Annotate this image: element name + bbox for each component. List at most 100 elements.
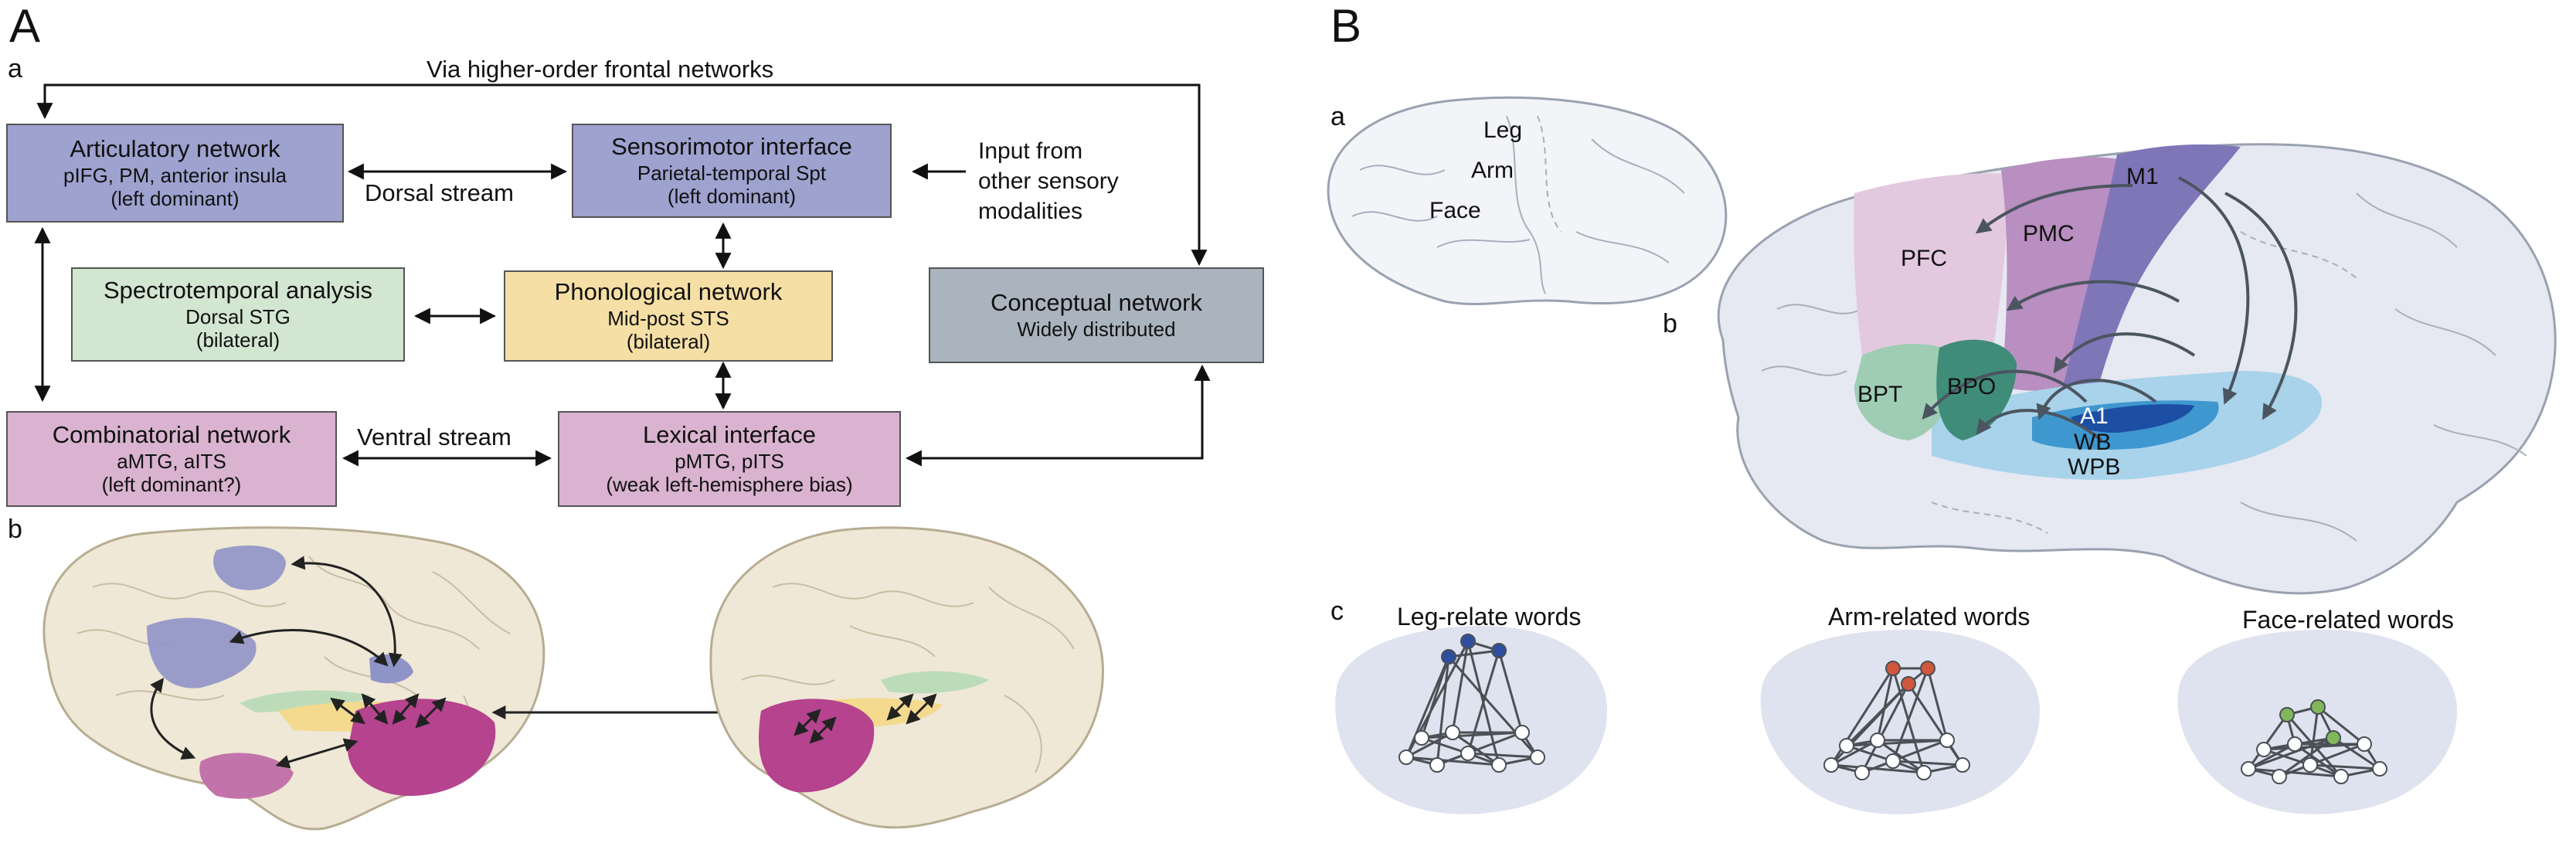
active-node [1885,661,1901,676]
network-node [2372,761,2387,777]
network-node [2241,761,2256,777]
network-node [2333,769,2349,784]
box-line: (bilateral) [195,328,280,352]
a1-label: A1 [2080,403,2109,429]
network-node [1939,733,1955,748]
panel-b-sub-c: c [1330,597,1344,626]
phonological-network-box: Phonological network Mid-post STS (bilat… [504,270,833,362]
m1-region [2055,144,2241,433]
network-edge [1420,656,1450,739]
network-node [1445,725,1460,740]
spt-region [213,546,286,590]
network-edge [1846,739,1948,747]
panel-a-sub-a: a [8,54,22,83]
network-node [1885,753,1901,769]
network-edge [1436,731,1523,767]
box-line: (left dominant) [110,187,240,211]
network-node [2256,742,2272,757]
leg-network-brain [1335,626,1607,814]
network-node [1823,757,1839,773]
bpt-label: BPT [1857,382,1903,407]
network-edge [1861,683,1910,773]
ventral-stream-label: Ventral stream [357,423,511,450]
box-title: Articulatory network [70,135,280,163]
face-label: Face [1429,198,1481,223]
box-line: (left dominant?) [101,473,242,497]
panel-b-letter: B [1330,0,1362,52]
network-edge [1830,763,1925,774]
pmc-region [2001,157,2133,391]
network-node [2287,736,2302,752]
network-edge [1497,650,1524,733]
network-edge [2248,767,2342,778]
lexical-interface-box: Lexical interface pMTG, pITS (weak left-… [558,411,901,507]
active-node [2326,730,2341,746]
bpo-region [1936,339,2017,440]
network-edge [2279,743,2365,778]
network-node [1460,746,1476,761]
network-node [1530,750,1545,765]
box-line: (left dominant) [667,185,797,209]
box-line: Mid-post STS [607,306,729,330]
panel-b-sub-b: b [1663,309,1677,338]
combinatorial-left-region [199,753,294,799]
panel-a-sub-b: b [8,515,22,544]
network-edge [1846,744,1894,763]
network-edge [1877,739,1925,774]
input-line: Input from [978,138,1083,164]
network-edge [1892,760,1963,767]
small-motor-brain [1327,96,1728,305]
network-node [2272,769,2287,784]
box-title: Combinatorial network [52,421,291,449]
network-edge [1436,656,1450,766]
box-title: Lexical interface [642,421,816,449]
network-edge [1891,668,1929,762]
lexical-right-region [759,699,875,793]
word-networks [1398,634,2387,784]
box-line: pMTG, pITS [675,449,784,473]
panel-a-letter: A [9,0,41,52]
box-title: Conceptual network [991,289,1202,317]
box-title: Phonological network [554,278,783,306]
pfc-label: PFC [1901,246,1947,271]
conceptual-network-box: Conceptual network Widely distributed [929,267,1264,363]
pmc-label: PMC [2023,221,2075,246]
active-node [1491,643,1507,658]
network-node [1429,757,1445,773]
network-edge [1845,682,1910,747]
arm-words-title: Arm-related words [1828,603,2031,631]
panel-b-sub-a: a [1330,102,1345,131]
active-node [1901,676,1916,692]
stg-green-left-region [240,690,371,712]
network-node [1839,738,1854,753]
network-node [2302,757,2318,773]
wpb-label: WPB [2068,454,2121,480]
active-node [1920,661,1935,676]
network-edge [1861,739,1948,774]
arm-network-brain [1760,630,2040,814]
network-edge [2309,763,2381,770]
active-node [2279,707,2295,722]
network-edge [1448,649,1500,658]
stg-green-right-region [881,671,989,694]
combinatorial-network-box: Combinatorial network aMTG, aITS (left d… [6,411,337,507]
box-title: Spectrotemporal analysis [103,277,373,304]
bpo-label: BPO [1947,374,1997,399]
active-node [1460,634,1476,649]
active-node [1441,649,1456,665]
box-line: (weak left-hemisphere bias) [606,473,853,497]
network-node [1955,757,1970,773]
box-line: aMTG, aITS [117,449,226,473]
leg-label: Leg [1483,117,1523,143]
face-network-brain [2177,630,2457,814]
network-node [1414,730,1429,746]
left-hemisphere-brain [42,526,764,831]
network-edge [1452,731,1500,767]
network-edge [1405,656,1450,758]
articulatory-region [147,617,257,688]
network-edge [1451,641,1470,733]
network-node [1514,725,1530,740]
network-edge [1467,752,1538,759]
network-node [1491,757,1507,773]
